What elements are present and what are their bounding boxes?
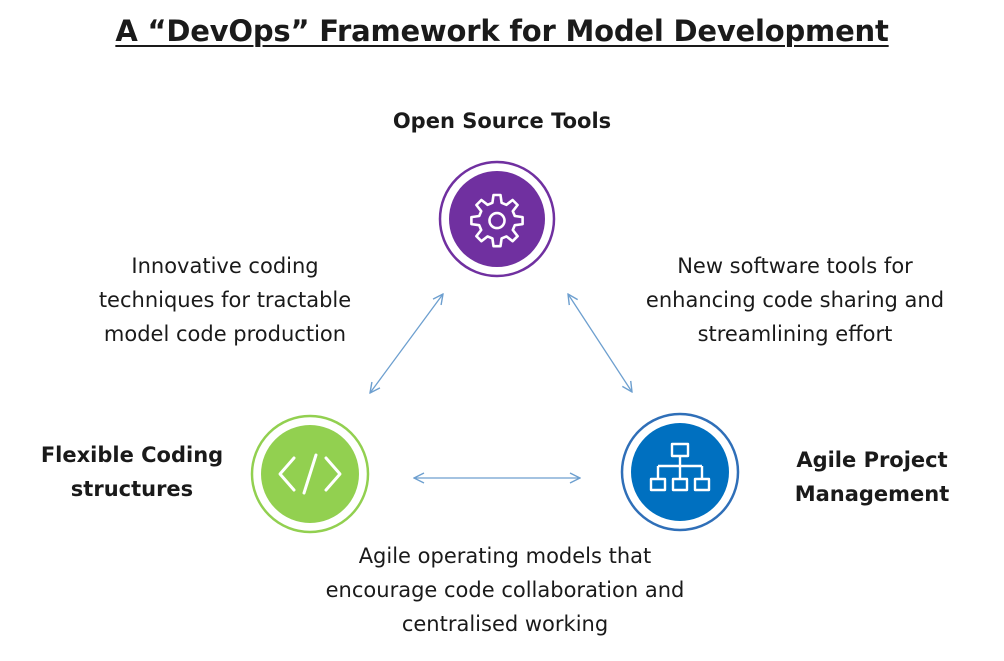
node-label-open-source-tools: Open Source Tools (392, 109, 612, 133)
arrow-left-top (370, 294, 443, 393)
description-line: Innovative coding (131, 254, 319, 278)
node-open-source-tools (438, 160, 556, 278)
node-label-line: Agile Project (796, 448, 948, 472)
description-line: New software tools for (677, 254, 913, 278)
description-line: model code production (103, 322, 347, 346)
description-line: encourage code collaboration and (325, 578, 685, 602)
description-line: streamlining effort (697, 322, 893, 346)
node-agile-project-management (620, 412, 740, 532)
node-label-flexible-coding: Flexible Coding structures (32, 438, 232, 506)
description-line: techniques for tractable (98, 288, 352, 312)
hierarchy-icon (649, 442, 711, 492)
description-line: enhancing code sharing and (645, 288, 945, 312)
description-bottom: Agile operating models that encourage co… (290, 539, 720, 641)
node-flexible-coding (250, 414, 370, 534)
description-right: New software tools for enhancing code sh… (620, 249, 970, 351)
page-title: A “DevOps” Framework for Model Developme… (115, 14, 889, 48)
description-line: Agile operating models that (358, 544, 652, 568)
node-label-line: Flexible Coding (40, 443, 224, 467)
arrow-top-right (568, 294, 632, 392)
description-left: Innovative coding techniques for tractab… (70, 249, 380, 351)
code-icon (278, 453, 342, 495)
gear-icon (470, 193, 524, 248)
node-label-line: Management (794, 482, 950, 506)
node-label-agile-project-management: Agile Project Management (772, 443, 972, 511)
node-label-line: structures (70, 477, 194, 501)
description-line: centralised working (401, 612, 609, 636)
